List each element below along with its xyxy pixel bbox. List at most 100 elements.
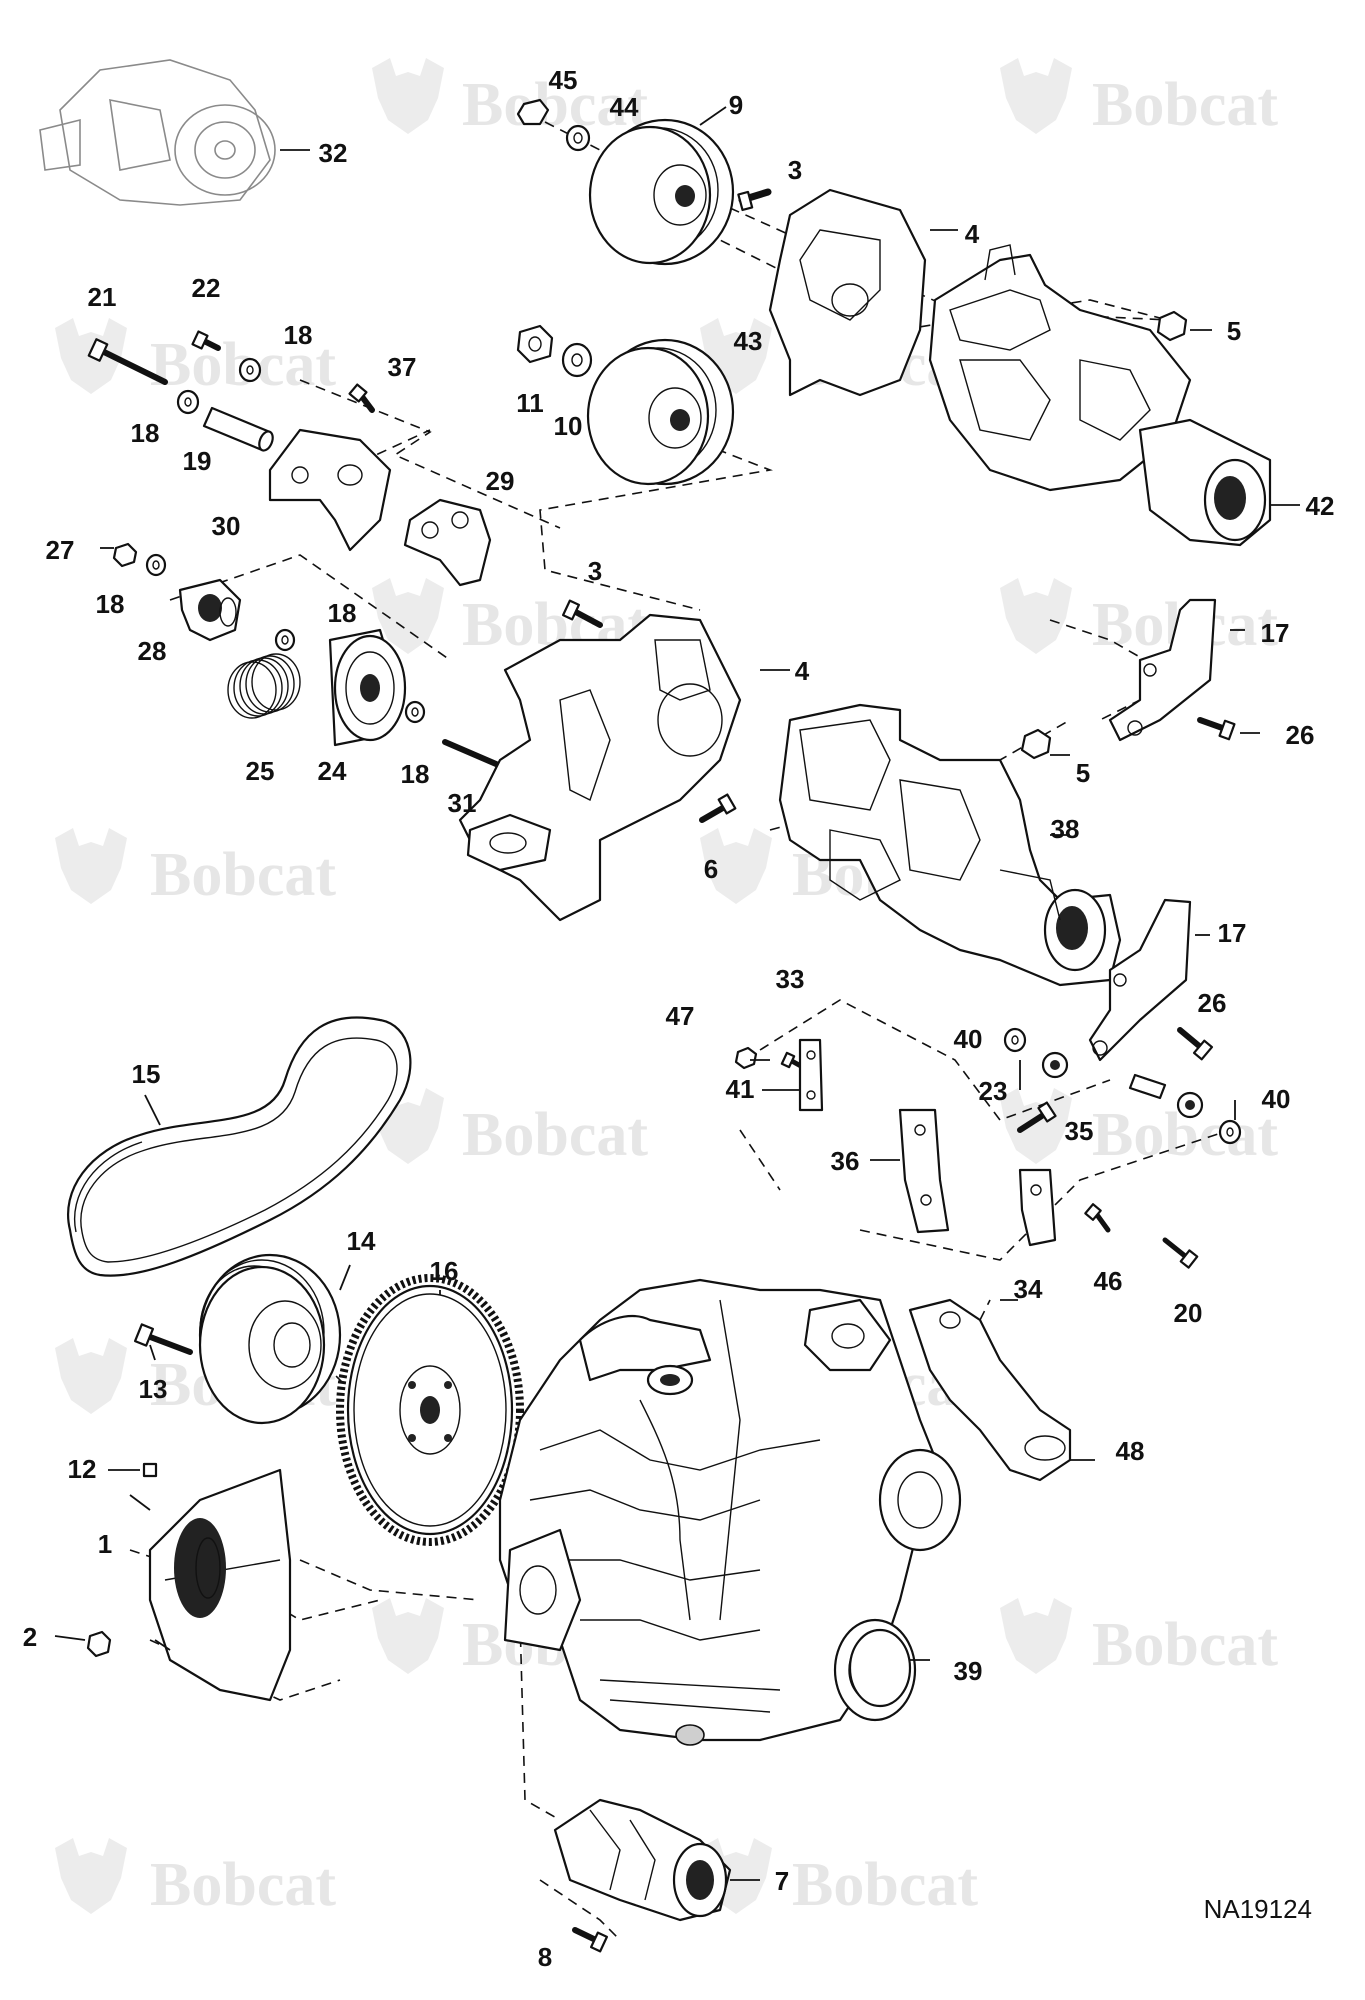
callout-27: 27 <box>46 535 75 565</box>
watermark: Bobcat <box>1000 58 1278 139</box>
part-32-ghost-tensioner <box>39 59 276 206</box>
part-36-bracket <box>898 1108 950 1234</box>
callout-12: 12 <box>68 1454 97 1484</box>
callout-15: 15 <box>132 1059 161 1089</box>
part-18-washer <box>238 357 262 383</box>
part-18-washer <box>145 553 167 577</box>
callout-22: 22 <box>192 273 221 303</box>
part-14-crankshaft-pulley <box>198 1253 342 1425</box>
watermark-text: Bobcat <box>150 1851 336 1919</box>
callout-42: 42 <box>1306 491 1335 521</box>
callout-38: 38 <box>1051 814 1080 844</box>
callout-34: 34 <box>1014 1274 1043 1304</box>
part-35-isolator <box>1041 1051 1069 1079</box>
part-3-bolt-top <box>737 188 772 212</box>
callout-7: 7 <box>775 1866 789 1896</box>
callout-5: 5 <box>1227 316 1241 346</box>
part-12-screw <box>142 1462 158 1478</box>
callout-47: 47 <box>666 1001 695 1031</box>
callout-16: 16 <box>430 1256 459 1286</box>
part-45-nut <box>516 98 550 126</box>
callout-31: 26 <box>1286 720 1315 750</box>
callout-1: 1 <box>98 1529 112 1559</box>
watermark: Bobcat <box>1000 578 1278 659</box>
part-26-bracket-mid <box>1088 898 1192 1062</box>
callout-11: 11 <box>516 388 544 418</box>
part-23-bolt <box>1017 1101 1057 1133</box>
part-7-starter-motor <box>553 1798 732 1922</box>
callout-10: 10 <box>554 411 583 441</box>
part-38-hydrostatic-pump <box>778 703 1122 987</box>
part-34-bracket <box>1018 1168 1057 1247</box>
callout-28: 28 <box>138 636 167 666</box>
callout-33: 33 <box>776 964 805 994</box>
callout-9: 9 <box>729 90 743 120</box>
part-46-bolt <box>1084 1203 1111 1233</box>
callout-6: 6 <box>704 854 718 884</box>
part-41-plate <box>798 1038 824 1112</box>
part-42-hydrostatic-pump <box>928 244 1272 547</box>
part-13-bolt <box>133 1323 193 1355</box>
callout-31: 26 <box>1198 988 1227 1018</box>
part-35-isolator <box>1176 1091 1204 1119</box>
callout-14: 14 <box>347 1226 376 1256</box>
watermark: Bobcat <box>55 1838 336 1919</box>
callout-32: 32 <box>319 138 348 168</box>
part-39-water-pump-pulley <box>848 1628 912 1708</box>
part-10-washer <box>561 342 593 378</box>
callout-43: 43 <box>734 326 763 356</box>
watermark-text: Bobcat <box>792 1851 978 1919</box>
callout-labels: 45 44 9 32 3 4 5 21 22 18 37 11 10 43 18… <box>23 65 1335 1972</box>
callout-3: 3 <box>588 556 602 586</box>
part-19-spacer-sleeve <box>202 406 274 452</box>
callout-35: 35 <box>1065 1116 1094 1146</box>
watermark: Bobcat <box>1000 1598 1278 1679</box>
watermark-text: Bobcat <box>1092 1611 1278 1679</box>
part-5-nut-top <box>1156 310 1188 342</box>
leader-lines <box>54 106 1300 1881</box>
watermark: Bobcat <box>372 1088 648 1169</box>
part-15-drive-belt <box>67 1016 412 1277</box>
watermark-text: Bobcat <box>462 71 648 139</box>
part-31-bolt-mid <box>1177 1027 1214 1061</box>
part-2-screw <box>86 1630 112 1658</box>
part-44-washer <box>565 124 591 152</box>
callout-39: 39 <box>954 1656 983 1686</box>
callout-18: 18 <box>328 598 357 628</box>
callout-45: 45 <box>549 65 578 95</box>
callout-29: 29 <box>486 466 515 496</box>
part-5-nut-mid <box>1020 728 1052 760</box>
part-27-nut <box>112 542 138 568</box>
part-18-washer <box>404 700 426 724</box>
drawing-number: NA19124 <box>1204 1894 1312 1924</box>
callout-30: 30 <box>212 511 241 541</box>
callout-5: 5 <box>1076 758 1090 788</box>
part-3-bolt-mid <box>561 599 603 628</box>
part-47-nut <box>734 1046 758 1070</box>
part-20-bolt <box>1162 1237 1199 1269</box>
callout-25: 25 <box>246 756 275 786</box>
part-37-bolt <box>348 383 375 413</box>
part-24-idler-pulley <box>328 628 407 747</box>
callout-40: 40 <box>1262 1084 1291 1114</box>
callout-24: 24 <box>318 756 347 786</box>
callout-4: 4 <box>965 219 980 249</box>
part-18-washer <box>274 628 296 652</box>
callout-4: 4 <box>795 656 810 686</box>
callout-46: 46 <box>1094 1266 1123 1296</box>
callout-26: 17 <box>1218 918 1247 948</box>
callout-44: 44 <box>610 92 639 122</box>
watermark-text: Bobcat <box>462 1101 648 1169</box>
watermark: Bobcat <box>700 1838 978 1919</box>
callout-26: 17 <box>1261 618 1290 648</box>
callout-2: 2 <box>23 1622 37 1652</box>
part-29-bracket <box>403 498 492 587</box>
part-16-flywheel <box>336 1274 524 1546</box>
callout-17: 31 <box>448 788 477 818</box>
watermark: Bobcat <box>372 58 648 139</box>
part-6-bolt <box>699 793 737 823</box>
callout-18: 18 <box>131 418 160 448</box>
callout-41: 41 <box>726 1074 755 1104</box>
part-30-bracket <box>268 428 392 552</box>
